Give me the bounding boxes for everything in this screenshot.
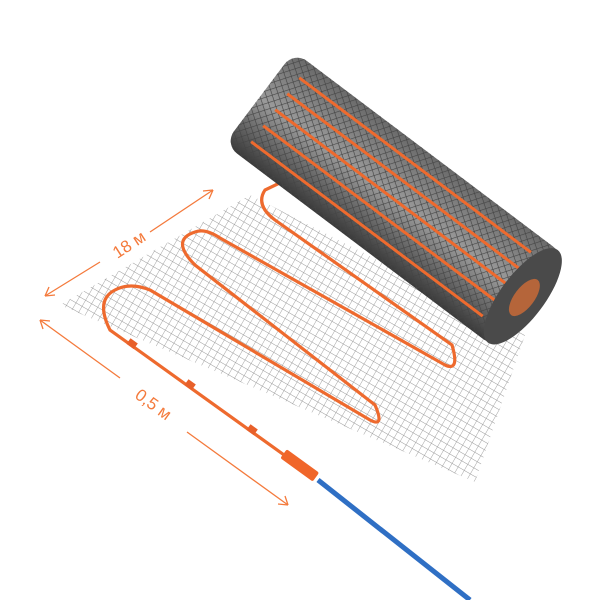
mesh-roll xyxy=(230,57,562,345)
width-dimension xyxy=(39,319,289,506)
cable-clips xyxy=(126,338,258,436)
mesh-mat xyxy=(60,195,525,482)
cold-lead-cable xyxy=(316,478,472,600)
cable-coupling xyxy=(281,449,319,481)
roll-core-hole xyxy=(508,278,540,317)
heating-cable xyxy=(102,176,457,472)
width-label: 0,5 м xyxy=(132,385,176,424)
length-dimension xyxy=(44,189,214,297)
